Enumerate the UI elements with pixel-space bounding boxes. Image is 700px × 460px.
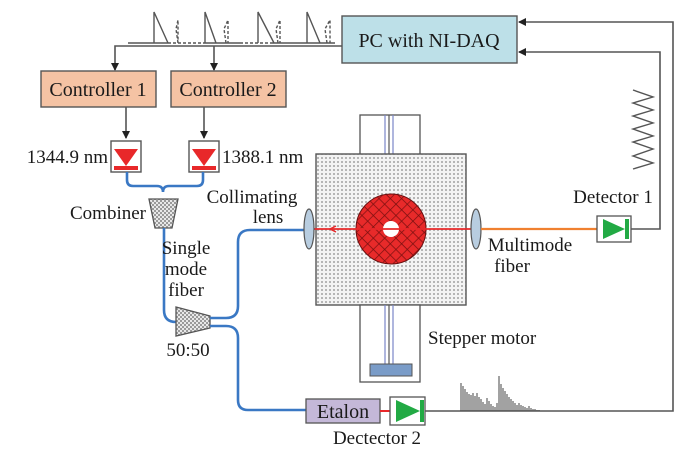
laser2-wavelength: 1388.1 nm: [222, 147, 304, 168]
stepper-motor[interactable]: [359, 304, 421, 383]
controller-2[interactable]: Controller 2: [170, 70, 287, 108]
photodiode-icon: [389, 396, 426, 426]
ramp-dashed: [275, 19, 281, 44]
beam-arrow-icon: [328, 225, 337, 233]
combiner-label: Combiner: [70, 203, 147, 224]
pc-to-controller1-wire: [111, 45, 342, 71]
single-mode-label-3: fiber: [168, 280, 205, 301]
stepper-top-housing: [359, 114, 421, 156]
ramp-solid: [128, 11, 169, 44]
detector2-to-pc-wire: [425, 18, 674, 412]
etalon-block[interactable]: Etalon: [305, 398, 381, 424]
collimating-label-2: lens: [253, 207, 284, 228]
combiner-to-splitter-fiber: [162, 228, 177, 324]
collimating-lens-icon: [470, 208, 482, 250]
laser-to-combiner-fiber: [125, 172, 205, 193]
controller-1[interactable]: Controller 1: [40, 70, 157, 108]
stepper-motor-label: Stepper motor: [428, 328, 537, 349]
collimating-label-1: Collimating: [207, 187, 298, 208]
controller-1-label: Controller 1: [49, 79, 146, 101]
photodiode-icon: [596, 215, 632, 243]
fiber-combiner-icon: [148, 198, 179, 229]
single-mode-label-2: mode: [165, 259, 207, 280]
laser-diode-icon: [110, 140, 142, 173]
pc-block[interactable]: PC with NI-DAQ: [341, 15, 518, 64]
detector1-to-pc-wire: [518, 48, 661, 230]
laser1-wavelength: 1344.9 nm: [27, 147, 109, 168]
ramp-dashed: [324, 17, 331, 44]
controller-2-label: Controller 2: [179, 79, 276, 101]
ramp-solid: [257, 11, 300, 44]
transmission-signal: [630, 89, 656, 170]
ramp-solid: [204, 11, 240, 44]
etalon-label: Etalon: [317, 401, 369, 423]
splitter-to-etalon-fiber: [210, 324, 306, 412]
ramp-signal: [128, 11, 335, 44]
collimating-lens-icon: [303, 208, 315, 250]
detector-2-label: Dectector 2: [333, 428, 421, 449]
fiber-splitter-icon: [175, 306, 211, 337]
multimode-label-1: Multimode: [488, 235, 572, 256]
multimode-label-2: fiber: [494, 256, 531, 277]
splitter-to-lens-fiber: [210, 228, 308, 320]
pc-label: PC with NI-DAQ: [358, 30, 500, 52]
splitter-label: 50:50: [166, 340, 209, 361]
single-mode-label-1: Single: [162, 238, 211, 259]
ramp-solid: [300, 11, 335, 44]
ramp-dashed: [168, 19, 205, 44]
etalon-fringe-signal: [460, 376, 540, 411]
detector-1-label: Detector 1: [573, 187, 653, 208]
ramp-dashed: [223, 19, 270, 44]
laser-diode-icon: [188, 140, 220, 173]
